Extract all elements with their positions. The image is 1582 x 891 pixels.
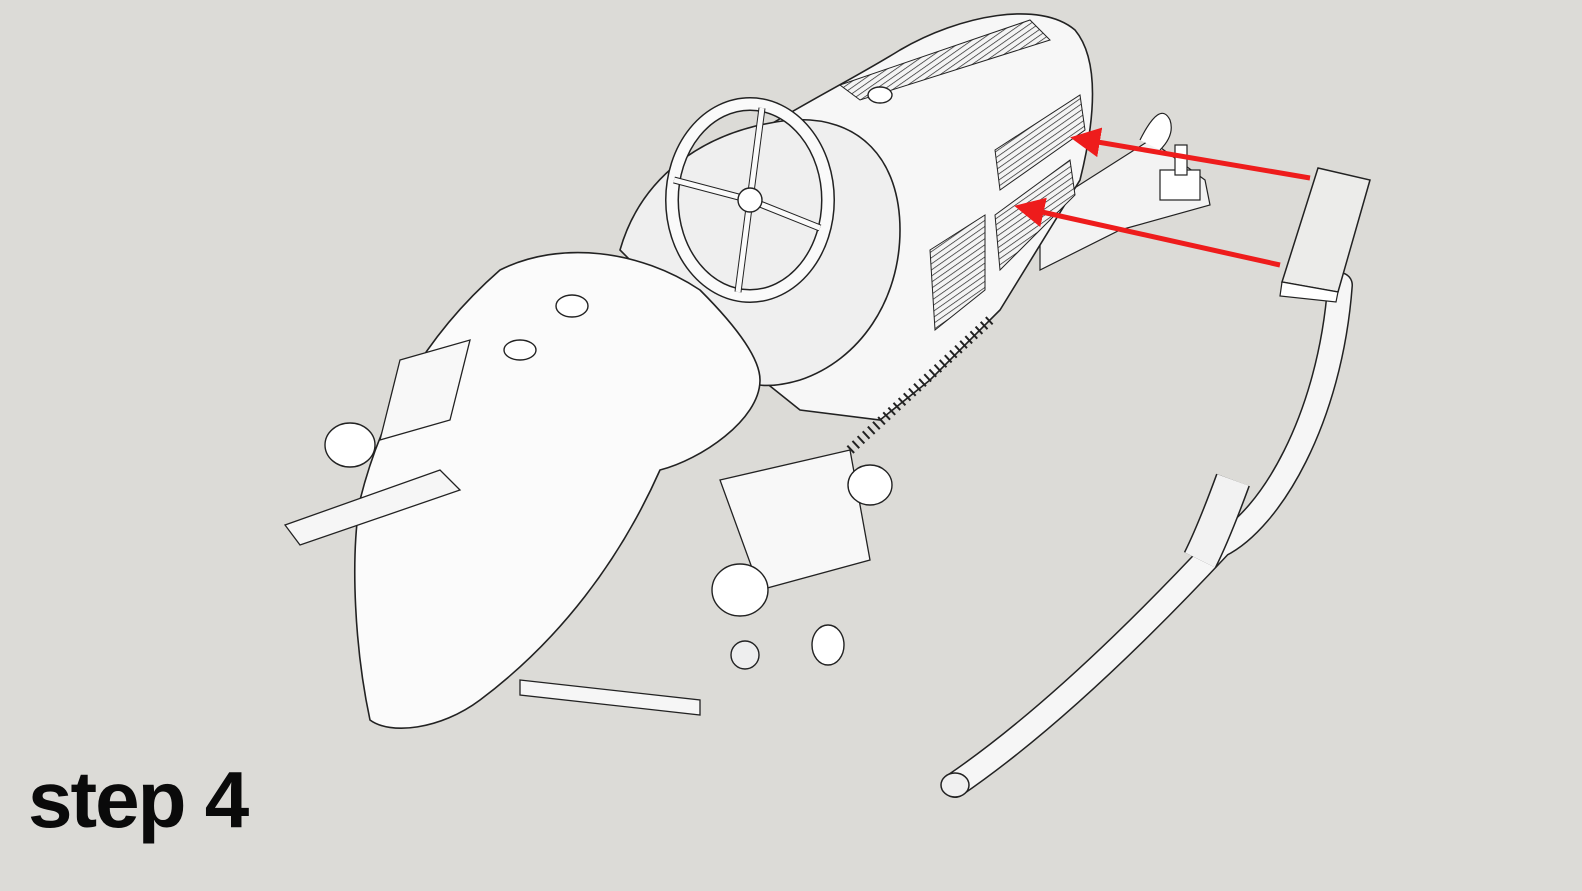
step-label: step 4 [28,755,249,844]
side-panel-piece [1279,167,1371,303]
arrow-lower [1014,197,1281,268]
car-body [354,13,1094,729]
exhaust-pipe [940,272,1353,798]
steering-wheel [665,97,835,303]
front-suspension [283,339,893,716]
arrow-upper [1070,127,1311,181]
assembly-arrows [1014,127,1311,268]
side-bracket [1039,112,1211,271]
